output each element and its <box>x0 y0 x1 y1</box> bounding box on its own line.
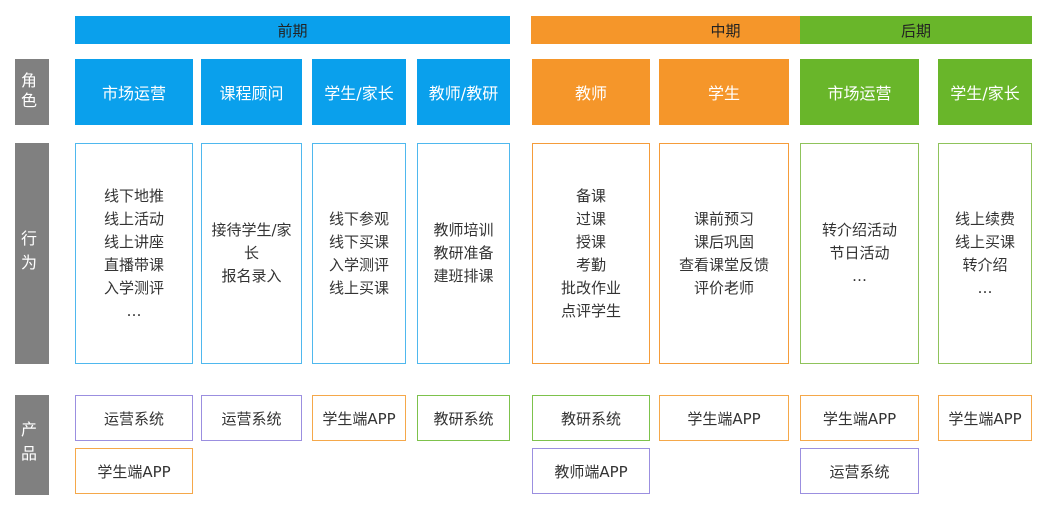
behavior-item: 线上续费 <box>954 209 1015 228</box>
behavior-item: 转介绍 <box>962 255 1008 274</box>
product-student-app: 学生端APP <box>938 395 1032 441</box>
product-student-app: 学生端APP <box>659 395 789 441</box>
behavior-item: … <box>977 278 993 297</box>
behavior-box-teacher: 备课 过课 授课 考勤 批改作业 点评学生 <box>532 143 650 364</box>
behavior-item: 报名录入 <box>221 267 282 285</box>
behavior-item: 入学测评 <box>103 278 164 297</box>
behavior-item: 线下地推 <box>103 186 164 205</box>
behavior-item: 接待学生/家 <box>211 221 292 239</box>
side-label-role-text: 角色 <box>18 72 37 112</box>
behavior-box-student-parent-early: 线下参观 线下买课 入学测评 线上买课 <box>312 143 406 364</box>
side-label-behavior-text: 行为 <box>18 229 37 278</box>
role-student-parent-early: 学生/家长 <box>312 59 406 125</box>
behavior-item: 评价老师 <box>693 278 754 297</box>
side-label-role: 角色 <box>15 59 49 125</box>
product-teacher-app: 教师端APP <box>532 448 650 494</box>
phase-header-early: 前期 <box>75 16 510 44</box>
behavior-item: 线上买课 <box>954 232 1015 251</box>
behavior-item: … <box>126 301 142 320</box>
behavior-box-market-ops-late: 转介绍活动 节日活动 … <box>800 143 919 364</box>
behavior-item: 课前预习 <box>693 209 754 228</box>
behavior-item: 线下买课 <box>328 232 389 251</box>
role-teacher: 教师 <box>532 59 650 125</box>
behavior-item: 点评学生 <box>560 301 621 320</box>
behavior-item: 建班排课 <box>433 267 494 285</box>
behavior-item: 转介绍活动 <box>821 221 897 239</box>
behavior-item: 线上买课 <box>328 278 389 297</box>
side-label-behavior: 行为 <box>15 143 49 364</box>
behavior-item: 授课 <box>575 232 606 251</box>
role-teacher-research: 教师/教研 <box>417 59 510 125</box>
role-course-advisor: 课程顾问 <box>201 59 302 125</box>
role-market-ops-late: 市场运营 <box>800 59 919 125</box>
behavior-box-course-advisor: 接待学生/家 长 报名录入 <box>201 143 302 364</box>
product-research-system: 教研系统 <box>417 395 510 441</box>
behavior-item: 线上讲座 <box>103 232 164 251</box>
behavior-box-student: 课前预习 课后巩固 查看课堂反馈 评价老师 <box>659 143 789 364</box>
behavior-item: 线上活动 <box>103 209 164 228</box>
behavior-item: 入学测评 <box>328 255 389 274</box>
behavior-item: 课后巩固 <box>693 232 754 251</box>
side-label-product: 产品 <box>15 395 49 495</box>
product-ops-system: 运营系统 <box>75 395 193 441</box>
behavior-box-market-ops-early: 线下地推 线上活动 线上讲座 直播带课 入学测评 … <box>75 143 193 364</box>
behavior-item: 直播带课 <box>103 255 164 274</box>
behavior-item: 线下参观 <box>328 209 389 228</box>
behavior-item: 长 <box>243 244 259 262</box>
behavior-item: 过课 <box>575 209 606 228</box>
behavior-box-teacher-research: 教师培训 教研准备 建班排课 <box>417 143 510 364</box>
behavior-item: 教研准备 <box>433 244 494 262</box>
phase-header-late: 后期 <box>800 16 1032 44</box>
behavior-item: 考勤 <box>575 255 606 274</box>
product-ops-system: 运营系统 <box>800 448 919 494</box>
behavior-item: 备课 <box>575 186 606 205</box>
product-student-app: 学生端APP <box>312 395 406 441</box>
behavior-box-student-parent-late: 线上续费 线上买课 转介绍 … <box>938 143 1032 364</box>
product-student-app: 学生端APP <box>75 448 193 494</box>
behavior-item: … <box>852 267 867 285</box>
behavior-item: 教师培训 <box>433 221 494 239</box>
behavior-item: 查看课堂反馈 <box>678 255 769 274</box>
product-research-system: 教研系统 <box>532 395 650 441</box>
role-student: 学生 <box>659 59 789 125</box>
role-market-ops-early: 市场运营 <box>75 59 193 125</box>
role-student-parent-late: 学生/家长 <box>938 59 1032 125</box>
behavior-item: 批改作业 <box>560 278 621 297</box>
behavior-item: 节日活动 <box>829 244 890 262</box>
product-student-app: 学生端APP <box>800 395 919 441</box>
side-label-product-text: 产品 <box>18 421 37 469</box>
product-ops-system: 运营系统 <box>201 395 302 441</box>
